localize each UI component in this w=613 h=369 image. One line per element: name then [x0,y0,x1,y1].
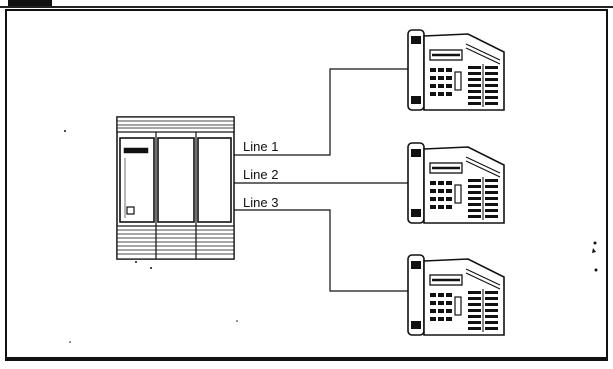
top-stub [8,0,52,6]
scan-specks [64,130,598,343]
line-3-label: Line 3 [243,195,278,210]
key-system-cabinet [116,116,235,260]
line-3-wire [234,209,412,292]
connection-lines [234,68,412,292]
line-1-label: Line 1 [243,139,278,154]
telephone-3-icon [406,253,506,337]
line-2-label: Line 2 [243,167,278,182]
top-strip [0,0,613,9]
telephone-1-icon [406,28,506,112]
top-rule [0,6,613,8]
bottom-rule [5,357,608,360]
diagram-frame [5,9,608,361]
telephone-2-icon [406,141,506,225]
line-1-wire [234,68,412,156]
